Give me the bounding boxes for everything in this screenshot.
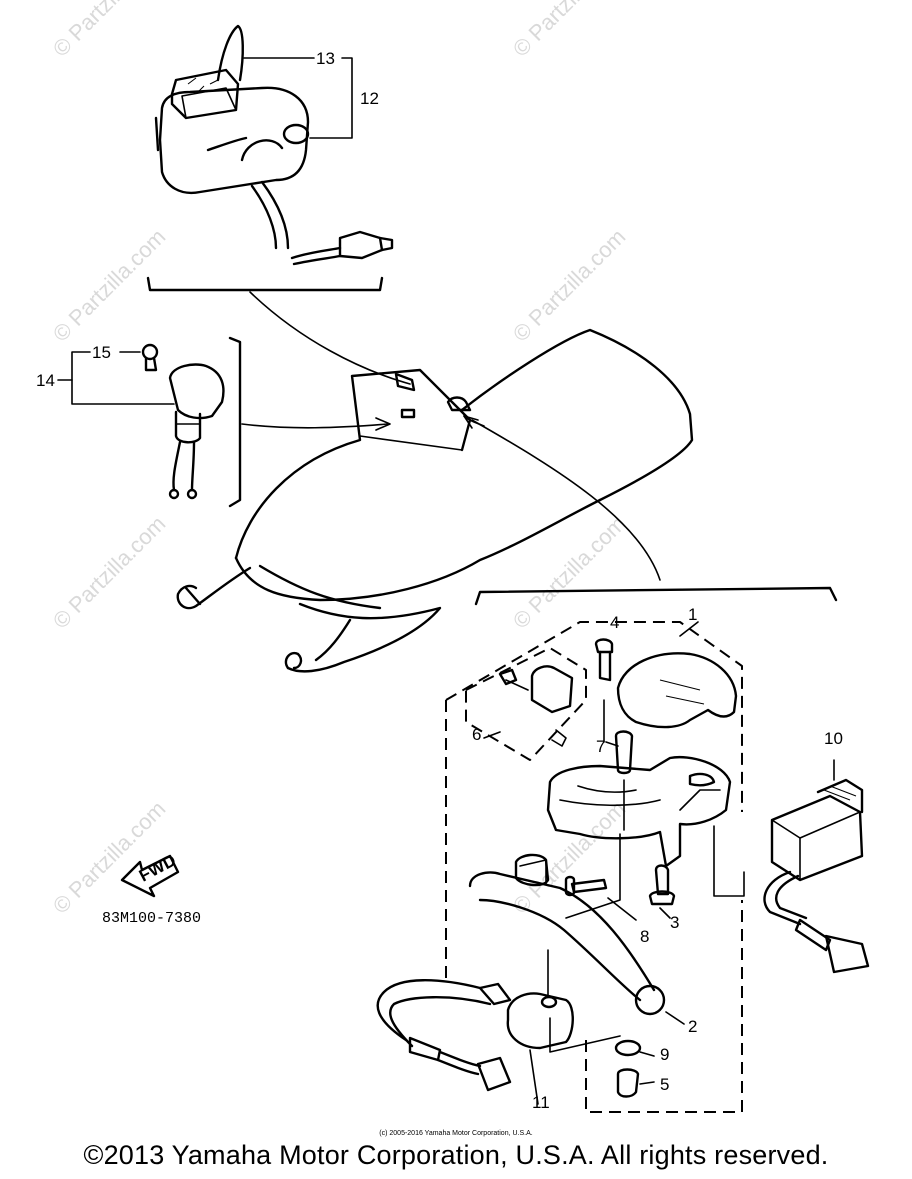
nut-5 (616, 1068, 640, 1098)
watermark: © Partzilla.com (508, 0, 631, 62)
watermark: © Partzilla.com (48, 224, 171, 347)
callout-3: 3 (670, 913, 679, 932)
relay (763, 778, 870, 974)
source-notice: (c) 2005-2016 Yamaha Motor Corporation, … (379, 1130, 533, 1137)
callout-15: 15 (92, 343, 111, 362)
group-bracket-left (228, 336, 242, 508)
reservoir-cover (616, 652, 738, 729)
master-cylinder (546, 755, 732, 868)
callout-9: 9 (660, 1045, 669, 1064)
wire-top (249, 291, 411, 385)
group-bracket-top (146, 276, 384, 292)
callout-11: 11 (532, 1093, 550, 1112)
forward-arrow-label: FWD (136, 851, 179, 886)
brake-switch (376, 979, 574, 1092)
watermark: © Partzilla.com (508, 224, 631, 347)
callout-5: 5 (660, 1075, 669, 1094)
watermark: © Partzilla.com (48, 511, 171, 634)
callout-14: 14 (36, 371, 55, 390)
callout-1: 1 (688, 605, 697, 624)
brake-assembly-outline (445, 621, 743, 1113)
callout-labels: 1 2 3 4 5 6 7 8 9 10 11 12 13 14 15 (36, 49, 843, 1112)
group-bracket-lower (474, 586, 838, 606)
snowmobile-outline (176, 328, 694, 673)
callout-10: 10 (824, 729, 843, 748)
leader-arrowhead (375, 417, 391, 431)
leader-lines (483, 699, 835, 1105)
leader-to-cowl (241, 423, 389, 429)
callout-7: 7 (596, 737, 605, 756)
main-switch-assembly (141, 343, 225, 500)
callout-4: 4 (610, 613, 619, 632)
screw-8 (564, 875, 608, 897)
screw-3 (648, 864, 676, 906)
callout-bracket-12-13 (243, 57, 353, 139)
brake-light-switch (498, 665, 574, 747)
handlebar-switch-assembly (154, 24, 394, 266)
callout-13: 13 (316, 49, 335, 68)
diagram-code: 83M100-7380 (102, 910, 201, 927)
callout-6: 6 (472, 725, 481, 744)
watermark: © Partzilla.com (48, 0, 171, 62)
callout-2: 2 (688, 1017, 697, 1036)
copyright-notice: ©2013 Yamaha Motor Corporation, U.S.A. A… (83, 1140, 829, 1170)
callout-12: 12 (360, 89, 379, 108)
callout-bracket-14-15 (57, 351, 175, 405)
watermark: © Partzilla.com (48, 796, 171, 919)
callout-8: 8 (640, 927, 649, 946)
washer-9 (614, 1039, 642, 1057)
bolt-4 (594, 638, 614, 682)
sleeve-7 (614, 730, 634, 775)
forward-arrow: FWD (120, 851, 180, 898)
